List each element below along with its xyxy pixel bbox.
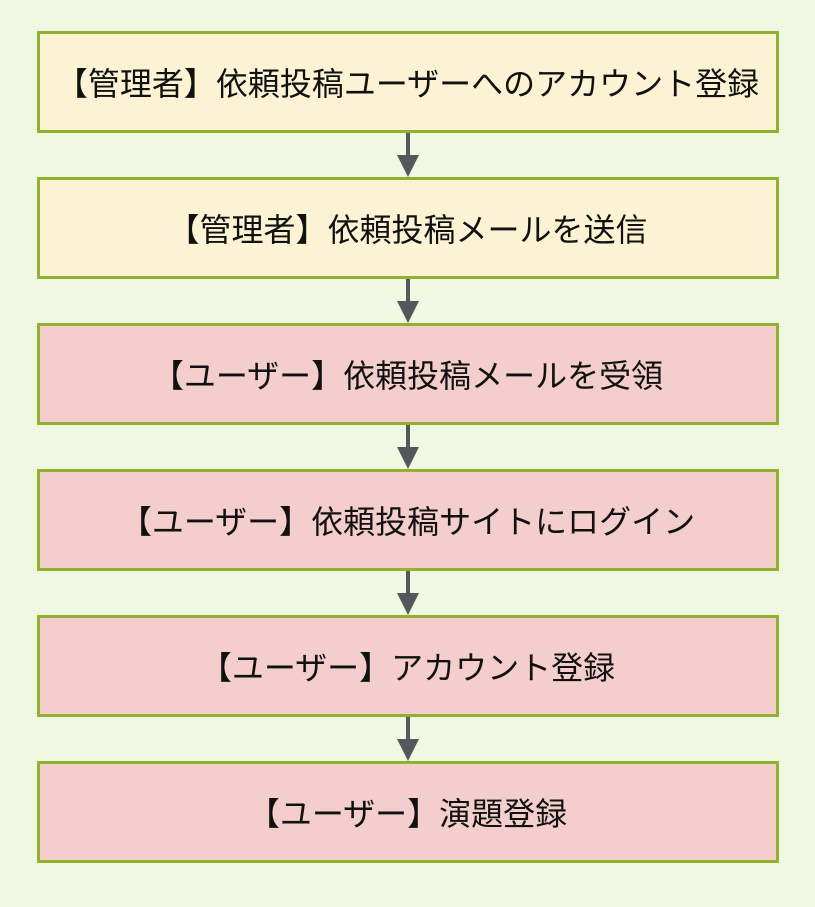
flow-step: 【管理者】依頼投稿ユーザーへのアカウント登録 [36,31,779,133]
flow-step-label: 【ユーザー】依頼投稿サイトにログイン [119,504,696,540]
flow-step: 【ユーザー】依頼投稿メールを受領 [36,323,779,425]
flow-step: 【ユーザー】演題登録 [36,761,779,863]
flow-connector [37,279,779,323]
arrow-down-icon [396,571,419,615]
flow-connector [37,425,779,469]
flow-connector [37,717,779,761]
flow-step: 【管理者】依頼投稿メールを送信 [36,177,779,279]
flow-step-label: 【管理者】依頼投稿メールを送信 [167,212,648,248]
arrow-down-icon [396,425,419,469]
arrow-down-icon [396,133,419,177]
flow-step: 【ユーザー】アカウント登録 [36,615,779,717]
arrow-down-icon [396,279,419,323]
flow-step-label: 【ユーザー】依頼投稿メールを受領 [151,358,664,394]
flow-step-label: 【管理者】依頼投稿ユーザーへのアカウント登録 [55,66,760,102]
flow-step-label: 【ユーザー】アカウント登録 [199,650,616,686]
flow-step-label: 【ユーザー】演題登録 [247,796,568,832]
flow-step: 【ユーザー】依頼投稿サイトにログイン [36,469,779,571]
flow-connector [37,133,779,177]
flow-connector [37,571,779,615]
arrow-down-icon [396,717,419,761]
